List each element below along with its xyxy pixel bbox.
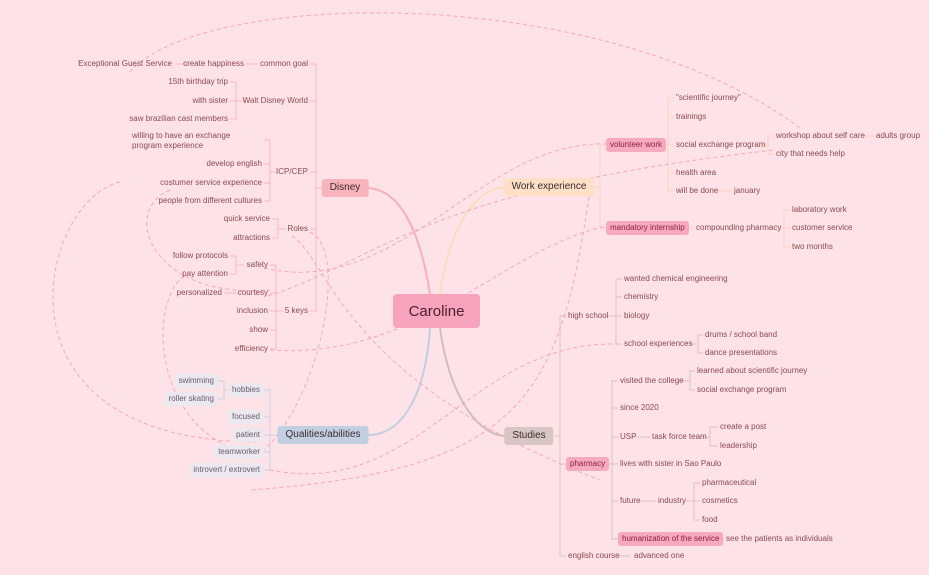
node-drums[interactable]: drums / school band <box>705 330 778 339</box>
branch-disney[interactable]: Disney <box>321 179 369 197</box>
node-future[interactable]: future <box>620 496 641 505</box>
node-create-happiness[interactable]: create happiness <box>183 59 244 68</box>
node-social-exchange-program[interactable]: social exchange program <box>676 140 766 149</box>
node-teamworker[interactable]: teamworker <box>214 445 264 459</box>
branch-qualities[interactable]: Qualities/abilities <box>277 426 369 444</box>
branch-line-work <box>439 186 507 295</box>
node-learned-scientific[interactable]: learned about scientific journey <box>697 366 808 375</box>
node-quick-service[interactable]: quick service <box>223 214 270 223</box>
node-social-exchange[interactable]: social exchange program <box>697 385 787 394</box>
branch-line-qualities <box>367 327 431 436</box>
branch-studies[interactable]: Studies <box>504 427 554 445</box>
node-introvert-extrovert[interactable]: introvert / extrovert <box>189 463 264 477</box>
node-exceptional-guest-service[interactable]: Exceptional Guest Service <box>78 59 172 68</box>
node-walt-disney-world[interactable]: Walt Disney World <box>242 96 308 105</box>
node-wanted-chemical[interactable]: wanted chemical engineering <box>624 274 728 283</box>
node-costumer-service[interactable]: costumer service experience <box>160 178 262 187</box>
node-personalized[interactable]: personalized <box>176 288 222 297</box>
node-people-cultures[interactable]: people from different cultures <box>158 196 262 205</box>
node-saw-brazilian[interactable]: saw brazilian cast members <box>129 114 228 123</box>
node-health-area[interactable]: health area <box>676 168 717 177</box>
node-cosmetics[interactable]: cosmetics <box>702 496 738 505</box>
node-usp[interactable]: USP <box>620 432 637 441</box>
node-biology[interactable]: biology <box>624 311 650 320</box>
node-attractions[interactable]: attractions <box>233 233 270 242</box>
node-with-sister[interactable]: with sister <box>192 96 228 105</box>
node-roles[interactable]: Roles <box>287 224 308 233</box>
node-high-school[interactable]: high school <box>568 311 609 320</box>
node-food[interactable]: food <box>702 515 718 524</box>
node-safety[interactable]: safety <box>246 260 268 269</box>
node-icp-cep[interactable]: ICP/CEP <box>275 167 308 176</box>
node-pay-attention[interactable]: pay attention <box>182 269 228 278</box>
node-school-experiences[interactable]: school experiences <box>624 339 693 348</box>
node-leadership[interactable]: leadership <box>720 441 757 450</box>
node-inclusion[interactable]: inclusion <box>236 306 268 315</box>
node-patient[interactable]: patient <box>231 428 264 442</box>
node-laboratory-work[interactable]: laboratory work <box>792 205 847 214</box>
node-january[interactable]: january <box>734 186 761 195</box>
node-birthday-trip[interactable]: 15th birthday trip <box>168 77 228 86</box>
node-humanization[interactable]: humanization of the service <box>618 532 724 546</box>
node-mandatory-internship[interactable]: mandatory internship <box>606 221 689 235</box>
node-roller-skating[interactable]: roller skating <box>164 392 218 406</box>
node-scientific-journey[interactable]: "scientific journey" <box>676 93 741 102</box>
node-common-goal[interactable]: common goal <box>259 59 308 68</box>
branch-line-studies <box>439 327 507 437</box>
node-will-be-done[interactable]: will be done <box>676 186 719 195</box>
node-pharmaceutical[interactable]: pharmaceutical <box>702 478 757 487</box>
node-follow-protocols[interactable]: follow protocols <box>172 251 228 260</box>
node-efficiency[interactable]: efficiency <box>234 344 268 353</box>
node-lives-sister[interactable]: lives with sister in Sao Paulo <box>620 459 722 468</box>
node-dance[interactable]: dance presentations <box>705 348 778 357</box>
node-show[interactable]: show <box>249 325 268 334</box>
node-trainings[interactable]: trainings <box>676 112 707 121</box>
node-customer-service[interactable]: customer service <box>792 223 853 232</box>
node-swimming[interactable]: swimming <box>174 374 218 388</box>
node-volunteer-work[interactable]: volunteer work <box>606 138 667 152</box>
node-focused[interactable]: focused <box>227 410 264 424</box>
branch-line-disney <box>367 187 431 295</box>
node-develop-english[interactable]: develop english <box>206 159 262 168</box>
node-visited-college[interactable]: visited the college <box>620 376 684 385</box>
node-exchange-program[interactable]: willing to have an exchange program expe… <box>132 131 231 150</box>
node-five-keys[interactable]: 5 keys <box>284 306 308 315</box>
central-topic[interactable]: Caroline <box>393 294 480 328</box>
node-workshop-self-care[interactable]: workshop about self care <box>776 131 865 140</box>
node-adults-group[interactable]: adults group <box>876 131 921 140</box>
node-hobbies[interactable]: hobbies <box>227 383 264 397</box>
node-courtesy[interactable]: courtesy <box>237 288 268 297</box>
node-compounding-pharmacy[interactable]: compounding pharmacy <box>696 223 782 232</box>
node-see-patients[interactable]: see the patients as individuals <box>726 534 833 543</box>
node-industry[interactable]: industry <box>658 496 687 505</box>
node-since-2020[interactable]: since 2020 <box>620 403 659 412</box>
branch-work-experience[interactable]: Work experience <box>503 178 595 196</box>
node-advanced-one[interactable]: advanced one <box>634 551 685 560</box>
node-task-force[interactable]: task force team <box>652 432 707 441</box>
node-chemistry[interactable]: chemistry <box>624 292 659 301</box>
node-two-months[interactable]: two months <box>792 242 833 251</box>
node-city-needs-help[interactable]: city that needs help <box>776 149 845 158</box>
node-english-course[interactable]: english course <box>568 551 620 560</box>
node-pharmacy[interactable]: pharmacy <box>566 457 610 471</box>
node-create-post[interactable]: create a post <box>720 422 767 431</box>
